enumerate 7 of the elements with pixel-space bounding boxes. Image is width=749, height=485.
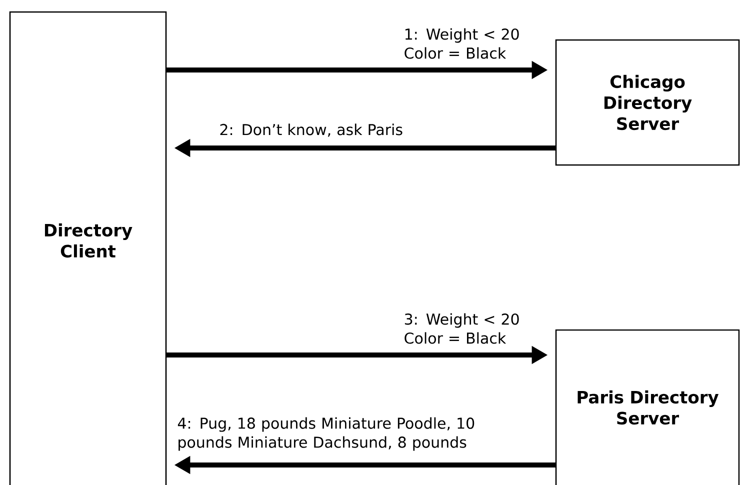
edge-label: 4: Pug, 18 pounds Miniature Poodle, 10 pounds Miniature Dachsund, 8 pounds [178, 417, 474, 451]
server-box: Directory Client [9, 11, 167, 485]
edge-label: 3: Weight < 20 Color = Black [404, 313, 519, 344]
edge-label: 2: Don’t know, ask Paris [220, 124, 402, 137]
edge-label: 1: Weight < 20 Color = Black [404, 28, 519, 59]
server-box: Chicago Directory Server [555, 39, 740, 166]
server-box: Paris Directory Server [555, 329, 740, 485]
